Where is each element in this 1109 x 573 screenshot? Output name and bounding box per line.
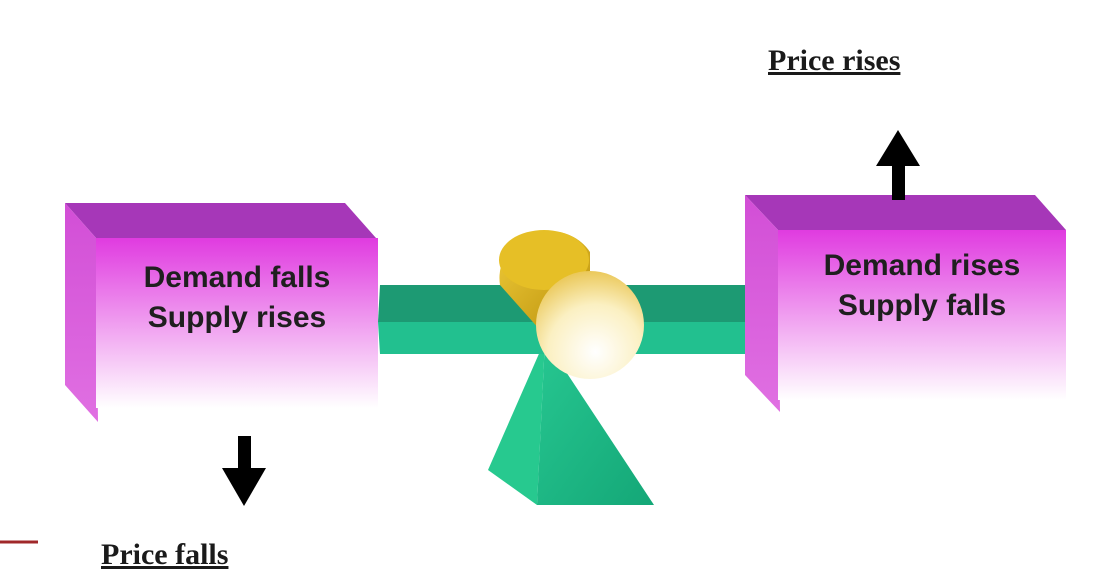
cylinder-end <box>499 230 589 290</box>
left-box <box>65 203 378 422</box>
down-arrow-shaft <box>238 436 251 470</box>
up-arrow-shaft <box>892 164 905 200</box>
up-arrow <box>876 130 920 200</box>
fulcrum <box>488 340 654 505</box>
left-box-side <box>65 203 98 422</box>
down-arrow-head <box>222 468 266 506</box>
cylinder-pivot <box>499 230 644 379</box>
right-box-text: Demand rises Supply falls <box>778 246 1066 326</box>
right-box-top <box>745 195 1066 230</box>
price-rises-label: Price rises <box>768 44 901 77</box>
right-box-side <box>745 195 780 412</box>
fulcrum-left-face <box>488 340 545 505</box>
right-box-line1: Demand rises <box>823 249 1021 282</box>
left-box-text: Demand falls Supply rises <box>96 258 378 338</box>
right-box <box>745 195 1066 412</box>
price-falls-label: Price falls <box>101 538 229 571</box>
cylinder-face <box>536 271 644 379</box>
left-box-line1: Demand falls <box>143 261 331 294</box>
left-box-line2: Supply rises <box>147 301 327 334</box>
right-box-line2: Supply falls <box>837 289 1007 322</box>
right-box-front <box>778 230 1066 400</box>
left-box-top <box>65 203 376 238</box>
down-arrow <box>222 436 266 506</box>
left-box-front <box>96 238 378 408</box>
up-arrow-head <box>876 130 920 166</box>
fulcrum-right-face <box>537 340 654 505</box>
